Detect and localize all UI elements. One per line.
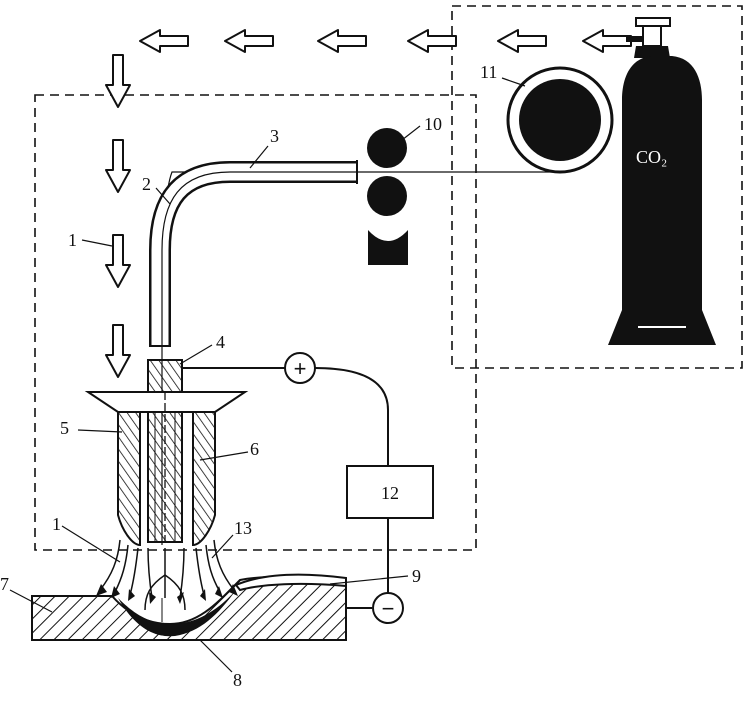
weld-bead	[234, 573, 347, 592]
gas-flow-arrow-down-icon	[105, 234, 131, 288]
label-7: 7	[0, 574, 9, 594]
gas-flow-arrow-down-icon	[105, 324, 131, 378]
gas-flow-arrow-left-icon	[407, 29, 457, 53]
minus-symbol: −	[382, 596, 395, 621]
label-1-lower: 1	[52, 514, 61, 534]
power-source-label: 12	[381, 483, 399, 503]
gas-flow-arrows-vertical	[105, 54, 131, 378]
label-13: 13	[234, 518, 252, 538]
label-6: 6	[250, 439, 259, 459]
co2-label: CO₂	[636, 147, 667, 167]
contact-tip-holder	[147, 359, 183, 393]
gas-flow-arrow-down-icon	[105, 54, 131, 108]
gas-flow-arrow-left-icon	[582, 29, 632, 53]
torch-area-dashed-box	[34, 94, 477, 551]
label-4: 4	[216, 332, 225, 352]
negative-terminal	[372, 592, 404, 624]
label-1-upper: 1	[68, 230, 77, 250]
wire-feed-rollers	[367, 128, 408, 265]
label-8: 8	[233, 670, 242, 690]
gas-flow-arrows-horizontal	[139, 29, 632, 53]
label-9: 9	[412, 566, 421, 586]
gas-supply-dashed-box	[451, 5, 743, 369]
gas-nozzle	[84, 391, 249, 547]
gas-flow-arrow-down-icon	[105, 139, 131, 193]
gas-flow-arrow-left-icon	[317, 29, 367, 53]
shielding-gas-flow	[99, 539, 235, 611]
gas-flow-arrow-left-icon	[139, 29, 189, 53]
gas-flow-arrow-left-icon	[497, 29, 547, 53]
label-2: 2	[142, 174, 151, 194]
label-5: 5	[60, 418, 69, 438]
conduit-hose	[149, 160, 358, 347]
plus-symbol: +	[294, 356, 307, 381]
power-source-box	[346, 465, 434, 519]
positive-terminal	[284, 352, 316, 384]
label-3: 3	[270, 126, 279, 146]
co2-cylinder: CO₂	[608, 17, 716, 345]
label-10: 10	[424, 114, 442, 134]
gas-flow-arrow-left-icon	[224, 29, 274, 53]
label-11: 11	[480, 62, 497, 82]
power-circuit	[182, 367, 389, 609]
weld-pool	[118, 590, 236, 637]
leader-lines	[9, 77, 526, 673]
wire-spool	[506, 66, 614, 174]
